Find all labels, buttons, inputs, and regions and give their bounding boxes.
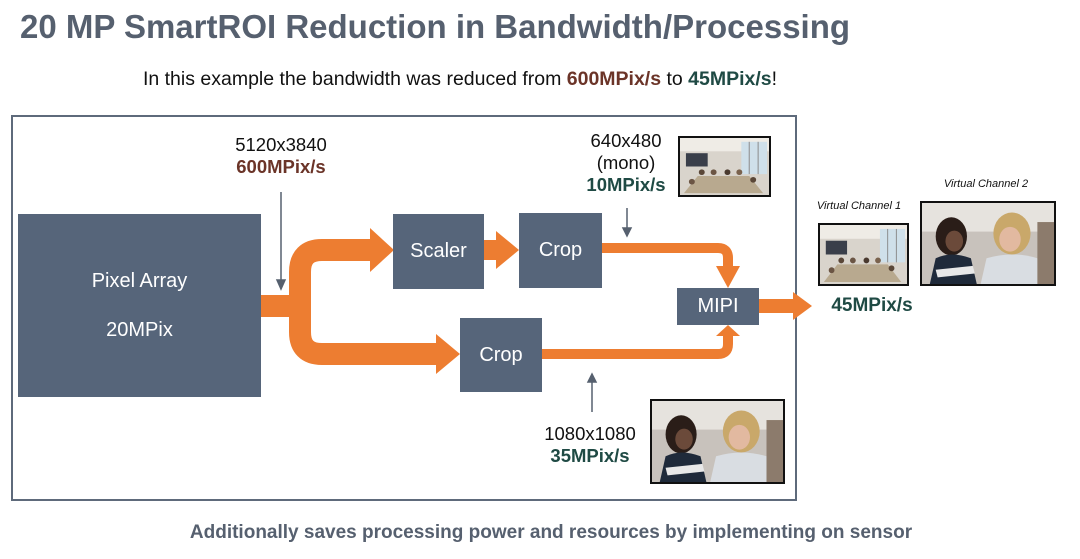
- crop-top-resolution: 640x480: [590, 130, 662, 151]
- sensor-rate: 600MPix/s: [236, 156, 326, 177]
- sensor-label: 5120x3840 600MPix/s: [226, 134, 336, 178]
- crop-top-label: 640x480 (mono) 10MPix/s: [578, 130, 674, 196]
- virtual-channel-2-photo: [920, 201, 1056, 286]
- sensor-resolution: 5120x3840: [235, 134, 327, 155]
- virtual-channel-1-photo: [818, 223, 909, 286]
- crop-top-rate: 10MPix/s: [586, 174, 666, 195]
- crop-top-block: Crop: [519, 213, 602, 288]
- crop-bottom-label: 1080x1080 35MPix/s: [536, 423, 644, 467]
- mipi-block: MIPI: [677, 288, 759, 325]
- output-rate: 45MPix/s: [831, 295, 913, 316]
- pixel-array-size: 20MPix: [106, 318, 173, 341]
- scaler-block: Scaler: [393, 214, 484, 289]
- crop-bottom-block: Crop: [460, 318, 542, 392]
- footer-note: Additionally saves processing power and …: [189, 522, 913, 543]
- subtitle-middle: to: [661, 68, 689, 90]
- crop-bottom-resolution: 1080x1080: [544, 423, 636, 444]
- pixel-array-label: Pixel Array: [91, 269, 188, 292]
- subtitle: In this example the bandwidth was reduce…: [0, 68, 920, 91]
- crop-top-mode: (mono): [596, 152, 656, 173]
- subtitle-prefix: In this example the bandwidth was reduce…: [142, 68, 567, 90]
- subtitle-to-rate: 45MPix/s: [688, 68, 772, 90]
- subtitle-suffix: !: [771, 68, 778, 90]
- people-meeting-photo: [650, 399, 785, 484]
- page-title: 20 MP SmartROI Reduction in Bandwidth/Pr…: [20, 8, 851, 45]
- subtitle-from-rate: 600MPix/s: [566, 68, 662, 90]
- virtual-channel-1-label: Virtual Channel 1: [816, 200, 902, 212]
- pixel-array-block: Pixel Array 20MPix: [18, 214, 261, 397]
- virtual-channel-2-label: Virtual Channel 2: [943, 178, 1029, 190]
- conference-room-photo: [678, 136, 771, 197]
- crop-bottom-rate: 35MPix/s: [550, 445, 630, 466]
